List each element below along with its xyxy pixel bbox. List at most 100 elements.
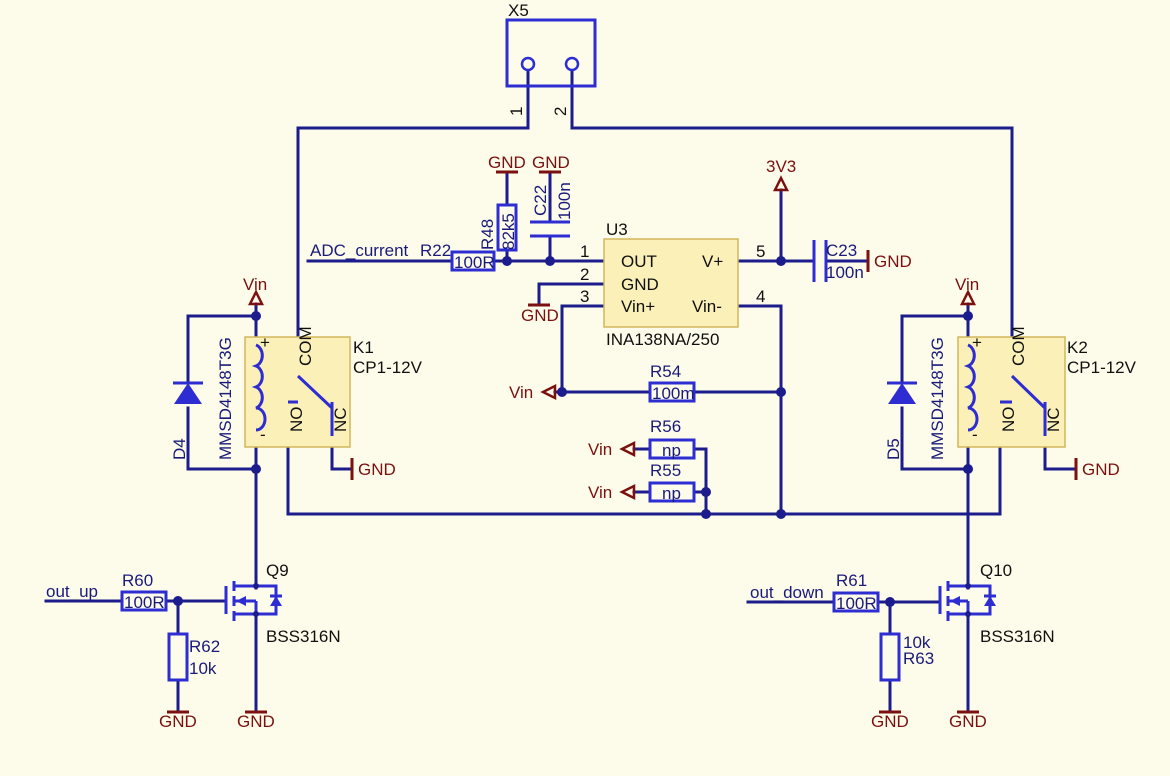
svg-text:5: 5 bbox=[756, 242, 765, 261]
svg-text:GND: GND bbox=[237, 712, 275, 731]
relay-k1: + - COM NO NC K1 CP1-12V bbox=[244, 326, 423, 448]
svg-text:R63: R63 bbox=[903, 649, 934, 668]
resistor-r62: R62 10k bbox=[167, 632, 220, 682]
svg-text:CP1-12V: CP1-12V bbox=[1067, 358, 1137, 377]
power-symbols: 3V3 Vin Vin Vin Vin Vin bbox=[243, 157, 979, 502]
svg-text:COM: COM bbox=[1009, 326, 1028, 366]
mosfet-q10: Q10 BSS316N bbox=[938, 561, 1055, 646]
svg-text:4: 4 bbox=[756, 287, 765, 306]
svg-text:R22: R22 bbox=[420, 241, 451, 260]
x5-ref: X5 bbox=[508, 1, 529, 20]
svg-text:Vin: Vin bbox=[588, 483, 612, 502]
svg-text:100R: 100R bbox=[454, 253, 495, 272]
svg-text:R56: R56 bbox=[650, 417, 681, 436]
u3-value: INA138NA/250 bbox=[606, 330, 719, 349]
svg-text:GND: GND bbox=[532, 153, 570, 172]
svg-text:+: + bbox=[972, 333, 982, 352]
svg-text:BSS316N: BSS316N bbox=[980, 627, 1055, 646]
resistor-r61: R61 100R bbox=[832, 571, 880, 613]
svg-text:GND: GND bbox=[871, 712, 909, 731]
svg-text:GND: GND bbox=[1082, 460, 1120, 479]
svg-text:R48: R48 bbox=[478, 219, 497, 250]
svg-text:R61: R61 bbox=[836, 571, 867, 590]
svg-text:1: 1 bbox=[580, 242, 589, 261]
gnd-symbols: GND GND GND GND GND GND GND GND GND GND bbox=[159, 153, 1120, 731]
svg-text:82k5: 82k5 bbox=[499, 213, 518, 250]
svg-text:100R: 100R bbox=[836, 594, 877, 613]
svg-text:Vin+: Vin+ bbox=[621, 297, 655, 316]
resistor-r48: R48 82k5 bbox=[478, 203, 518, 252]
mosfet-q9: Q9 BSS316N bbox=[224, 561, 341, 646]
svg-text:Vin: Vin bbox=[243, 275, 267, 294]
svg-text:10k: 10k bbox=[189, 659, 217, 678]
wires bbox=[44, 70, 1078, 714]
svg-text:-: - bbox=[972, 425, 978, 444]
junctions bbox=[173, 256, 973, 607]
svg-text:100n: 100n bbox=[826, 263, 864, 282]
diode-d5: D5 MMSD4148T3G bbox=[884, 337, 947, 460]
x5-pin2: 2 bbox=[551, 107, 570, 116]
svg-text:C23: C23 bbox=[826, 241, 857, 260]
ic-u3: U3 INA138NA/250 OUT GND Vin+ V+ Vin- 1 2… bbox=[580, 220, 765, 349]
svg-text:Q9: Q9 bbox=[266, 561, 289, 580]
svg-text:NC: NC bbox=[331, 407, 350, 432]
net-adc-current: ADC_current bbox=[310, 241, 409, 260]
resistor-r55: R55 np bbox=[648, 461, 696, 503]
svg-text:R60: R60 bbox=[122, 571, 153, 590]
capacitor-c22: C22 100n bbox=[530, 182, 574, 238]
svg-text:R55: R55 bbox=[650, 461, 681, 480]
svg-text:D5: D5 bbox=[884, 438, 903, 460]
capacitor-c23: C23 100n bbox=[812, 240, 864, 282]
svg-text:3: 3 bbox=[580, 287, 589, 306]
svg-text:Vin: Vin bbox=[955, 275, 979, 294]
u3-ref: U3 bbox=[606, 220, 628, 239]
net-out-up: out_up bbox=[46, 582, 98, 601]
svg-text:np: np bbox=[662, 484, 681, 503]
svg-text:D4: D4 bbox=[170, 438, 189, 460]
resistor-r56: R56 np bbox=[648, 417, 696, 460]
svg-text:Vin: Vin bbox=[588, 440, 612, 459]
diode-d4: D4 MMSD4148T3G bbox=[170, 337, 235, 460]
svg-text:NO: NO bbox=[287, 407, 306, 433]
svg-text:R62: R62 bbox=[189, 637, 220, 656]
svg-text:-: - bbox=[260, 425, 266, 444]
net-out-down: out_down bbox=[750, 583, 824, 602]
svg-text:GND: GND bbox=[874, 252, 912, 271]
svg-text:2: 2 bbox=[580, 265, 589, 284]
resistor-r63: 10k R63 bbox=[879, 632, 934, 682]
svg-text:Vin-: Vin- bbox=[692, 297, 722, 316]
svg-text:GND: GND bbox=[621, 275, 659, 294]
svg-text:3V3: 3V3 bbox=[766, 157, 796, 176]
svg-text:NC: NC bbox=[1044, 407, 1063, 432]
svg-text:OUT: OUT bbox=[621, 252, 657, 271]
resistor-r60: R60 100R bbox=[120, 571, 168, 612]
svg-text:R54: R54 bbox=[650, 362, 681, 381]
svg-text:+: + bbox=[260, 333, 270, 352]
relay-k2: + - COM NO NC K2 CP1-12V bbox=[957, 326, 1137, 448]
svg-text:K1: K1 bbox=[353, 338, 374, 357]
svg-text:GND: GND bbox=[949, 712, 987, 731]
svg-text:GND: GND bbox=[358, 460, 396, 479]
svg-text:C22: C22 bbox=[531, 185, 550, 216]
svg-text:10k: 10k bbox=[903, 633, 931, 652]
svg-text:Q10: Q10 bbox=[980, 561, 1012, 580]
svg-text:GND: GND bbox=[159, 712, 197, 731]
svg-text:100m: 100m bbox=[652, 384, 695, 403]
svg-text:np: np bbox=[662, 441, 681, 460]
svg-text:GND: GND bbox=[488, 153, 526, 172]
svg-text:V+: V+ bbox=[702, 252, 723, 271]
connector-x5: X5 1 2 bbox=[505, 1, 597, 116]
svg-text:100R: 100R bbox=[124, 593, 165, 612]
svg-text:K2: K2 bbox=[1067, 338, 1088, 357]
svg-text:NO: NO bbox=[999, 407, 1018, 433]
svg-text:MMSD4148T3G: MMSD4148T3G bbox=[928, 337, 947, 460]
resistor-r54: R54 100m bbox=[648, 362, 696, 403]
svg-text:CP1-12V: CP1-12V bbox=[353, 358, 423, 377]
x5-pin1: 1 bbox=[507, 107, 526, 116]
svg-text:100n: 100n bbox=[555, 182, 574, 220]
svg-text:MMSD4148T3G: MMSD4148T3G bbox=[216, 337, 235, 460]
svg-text:COM: COM bbox=[296, 326, 315, 366]
svg-text:GND: GND bbox=[521, 306, 559, 325]
svg-text:BSS316N: BSS316N bbox=[266, 627, 341, 646]
